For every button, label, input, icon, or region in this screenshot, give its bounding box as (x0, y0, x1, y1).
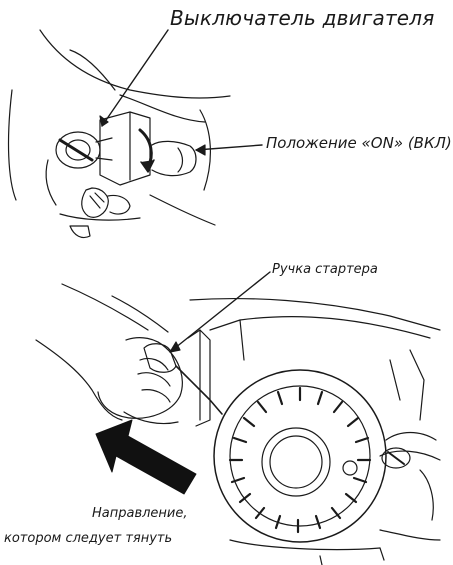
on-position-label: Положение «ON» (ВКЛ) (266, 134, 452, 152)
on-position-leader (196, 145, 262, 150)
starter-handle-label: Ручка стартера (272, 262, 378, 277)
pull-direction-arrow (96, 420, 196, 494)
pull-direction-label-line1: Направление, (92, 506, 188, 521)
engine-switch-illustration (9, 30, 230, 238)
recoil-starter-illustration (36, 284, 440, 565)
pull-direction-label-line2: котором следует тянуть (4, 531, 172, 546)
starter-handle-leader (170, 272, 270, 352)
engine-switch-label: Выключатель двигателя (170, 6, 435, 30)
engine-switch-leader (102, 30, 168, 126)
